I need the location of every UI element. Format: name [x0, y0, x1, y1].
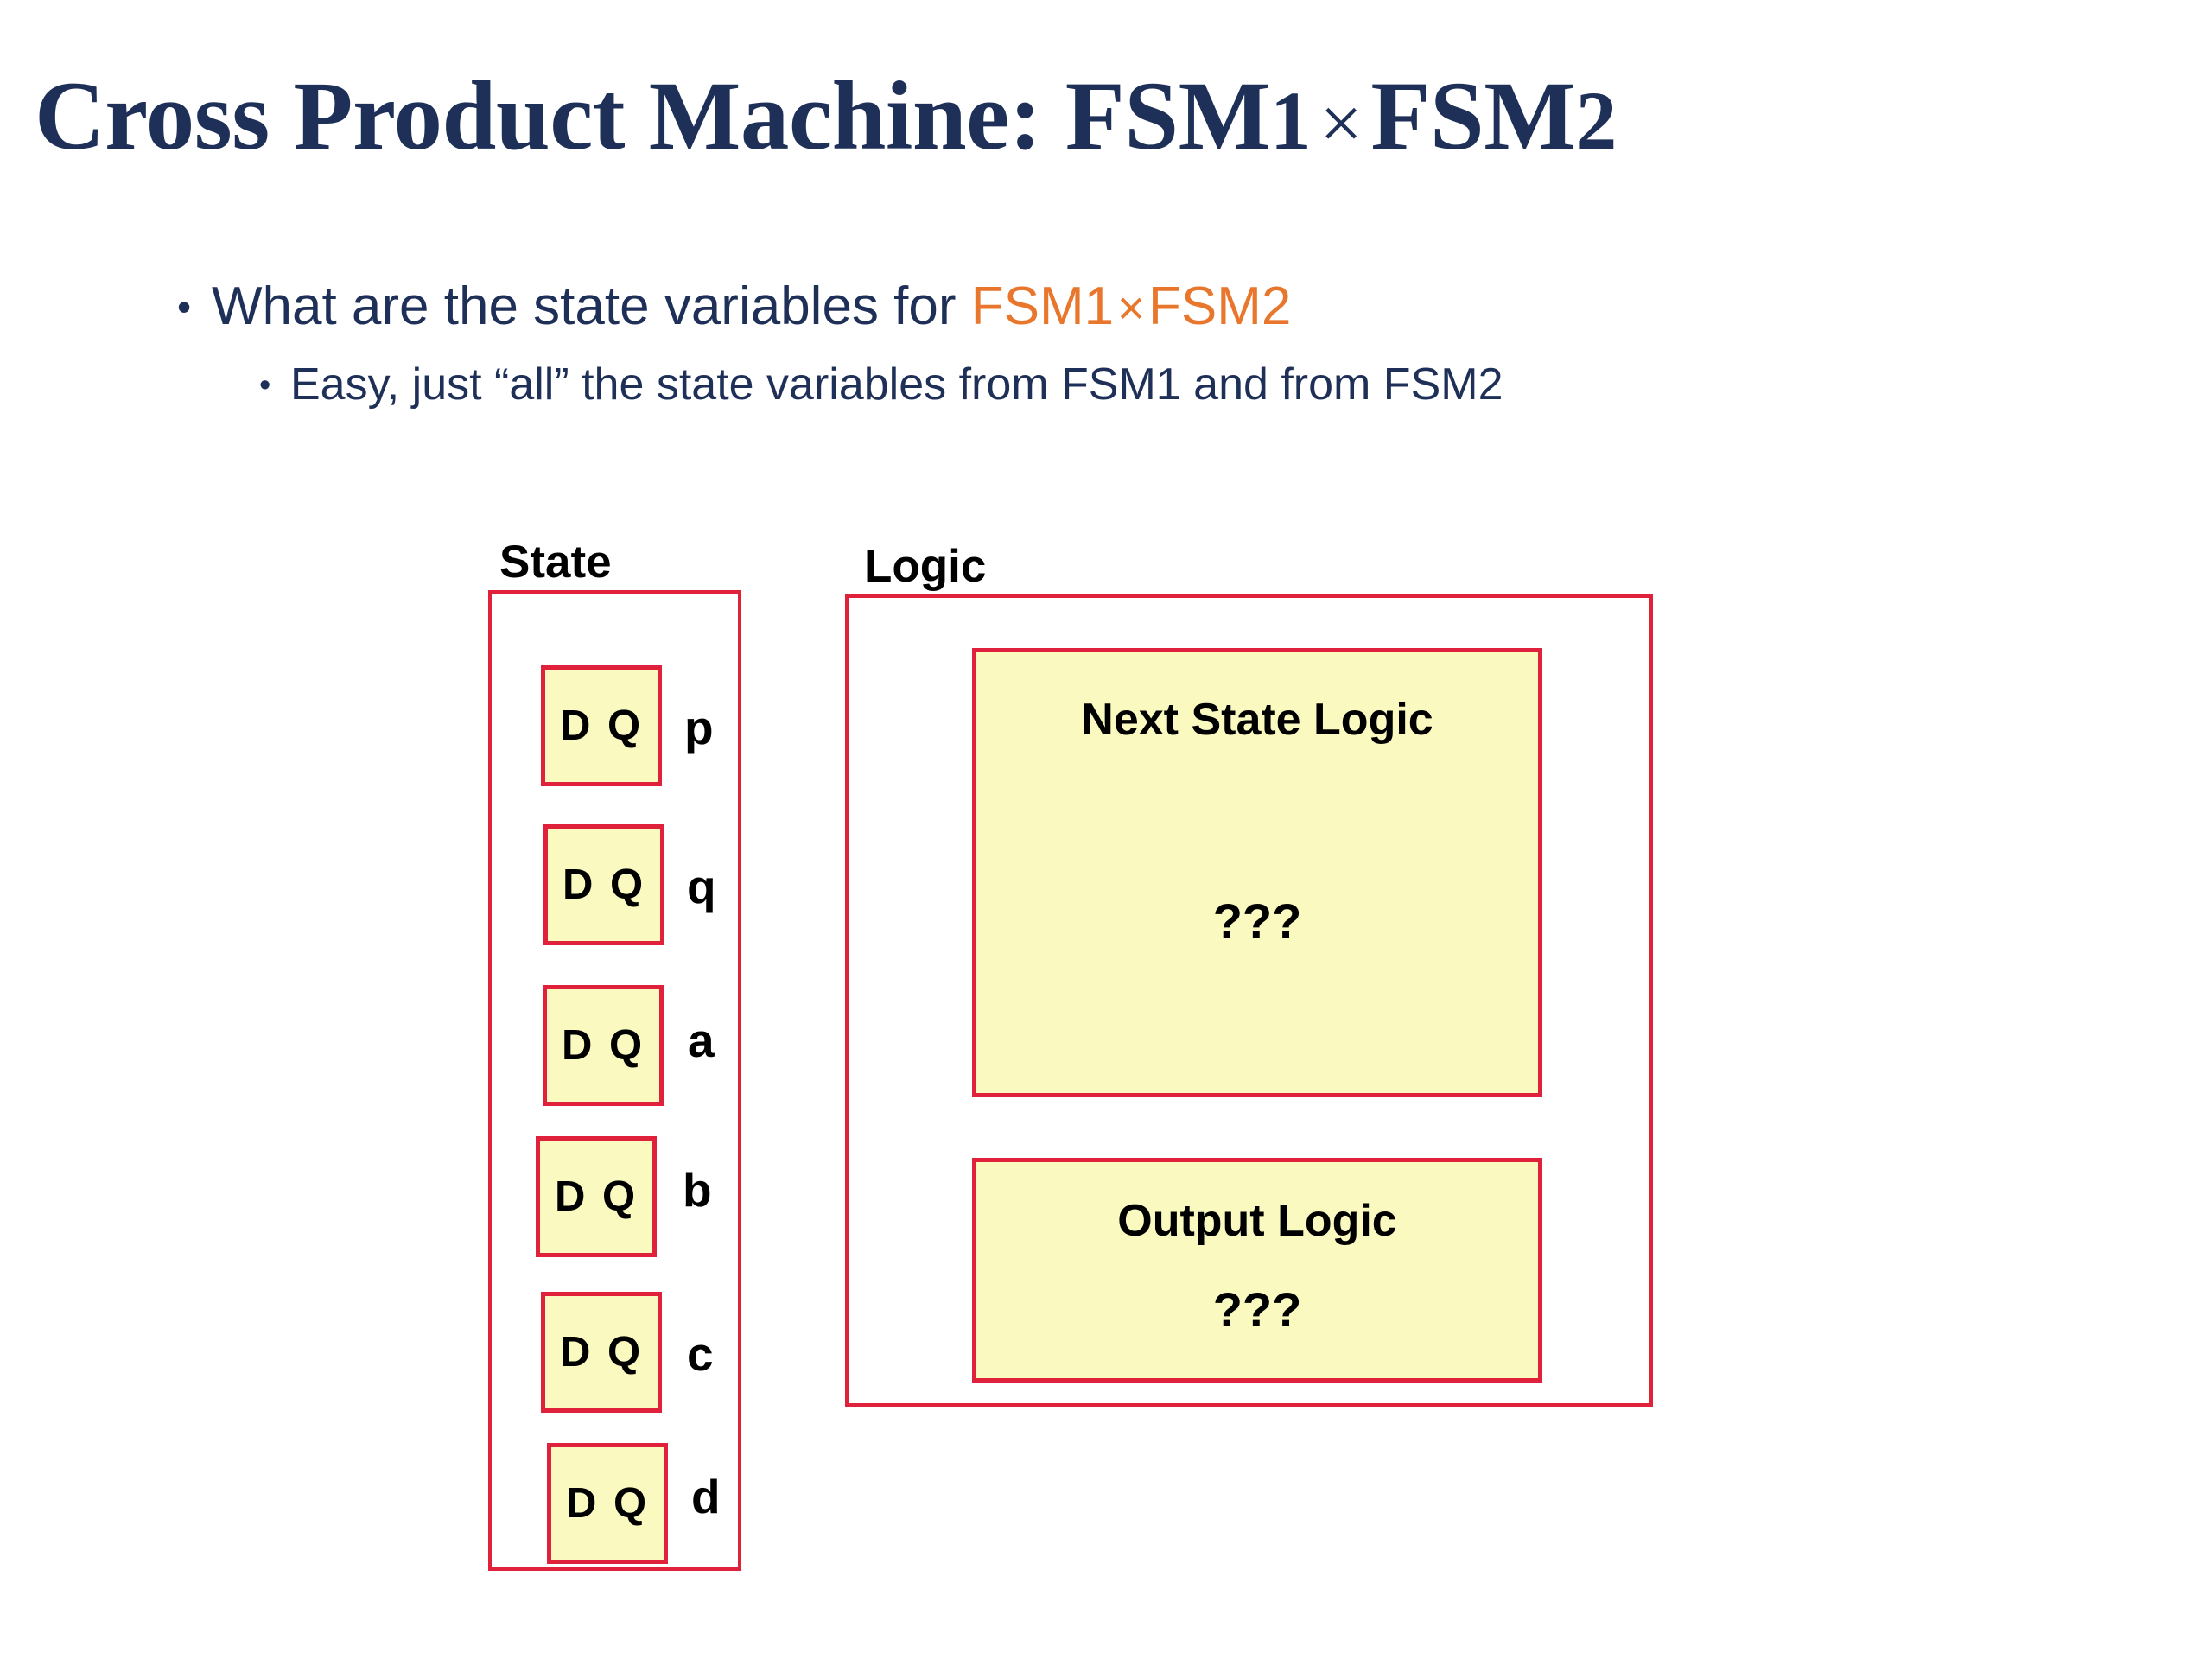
output-logic-block[interactable]: Output Logic ??? — [972, 1158, 1542, 1382]
sub-bullet-marker-icon: • — [259, 367, 271, 404]
logic-container — [845, 594, 1653, 1407]
flipflop-c-label: c — [687, 1327, 714, 1381]
accent-fsm1: FSM1 — [970, 276, 1115, 336]
next-state-logic-block[interactable]: Next State Logic ??? — [972, 648, 1542, 1097]
accent-fsm2: FSM2 — [1147, 276, 1292, 336]
title-main-text: Cross Product Machine: FSM — [35, 62, 1270, 170]
flipflop-b-label: b — [683, 1163, 712, 1217]
accent-times-icon: × — [1117, 282, 1145, 334]
flipflop-d-label: d — [691, 1470, 721, 1523]
state-container — [488, 590, 741, 1571]
bullet-level2-text: Easy, just “all” the state variables fro… — [290, 359, 1503, 410]
flipflop-c-text: D Q — [559, 1329, 644, 1376]
title-times-symbol: × — [1319, 82, 1363, 166]
flipflop-p-text: D Q — [559, 702, 644, 749]
flipflop-c[interactable]: D Q — [541, 1292, 662, 1413]
state-group-label: State — [499, 537, 612, 588]
flipflop-q-label: q — [687, 860, 716, 913]
next-state-logic-title: Next State Logic — [1081, 695, 1433, 745]
logic-group-label: Logic — [864, 541, 987, 592]
flipflop-b[interactable]: D Q — [536, 1136, 657, 1257]
bullet-level1: • What are the state variables for FSM1×F… — [177, 278, 1291, 334]
title-fsm2-number: 2 — [1575, 74, 1617, 167]
flipflop-d[interactable]: D Q — [547, 1443, 668, 1564]
flipflop-a[interactable]: D Q — [543, 985, 664, 1106]
bullet-marker-icon: • — [177, 284, 192, 329]
title-fsm2-text: FSM — [1370, 62, 1576, 170]
output-logic-title: Output Logic — [1117, 1196, 1397, 1246]
flipflop-p-label: p — [684, 701, 714, 754]
flipflop-d-text: D Q — [565, 1480, 650, 1527]
output-logic-body: ??? — [1212, 1282, 1302, 1337]
flipflop-q-text: D Q — [562, 861, 646, 908]
page-title: Cross Product Machine: FSM1×FSM2 — [35, 67, 2108, 165]
bullet-level1-text: What are the state variables for — [212, 276, 971, 336]
title-fsm1-number: 1 — [1269, 74, 1312, 167]
flipflop-b-text: D Q — [554, 1173, 639, 1220]
flipflop-p[interactable]: D Q — [541, 665, 662, 786]
bullet-level1-accent: FSM1×FSM2 — [971, 276, 1292, 336]
flipflop-q[interactable]: D Q — [543, 824, 664, 945]
flipflop-a-label: a — [688, 1014, 715, 1067]
bullet-level2: • Easy, just “all” the state variables fr… — [259, 361, 1503, 409]
next-state-logic-body: ??? — [1212, 893, 1302, 948]
flipflop-a-text: D Q — [561, 1022, 645, 1069]
